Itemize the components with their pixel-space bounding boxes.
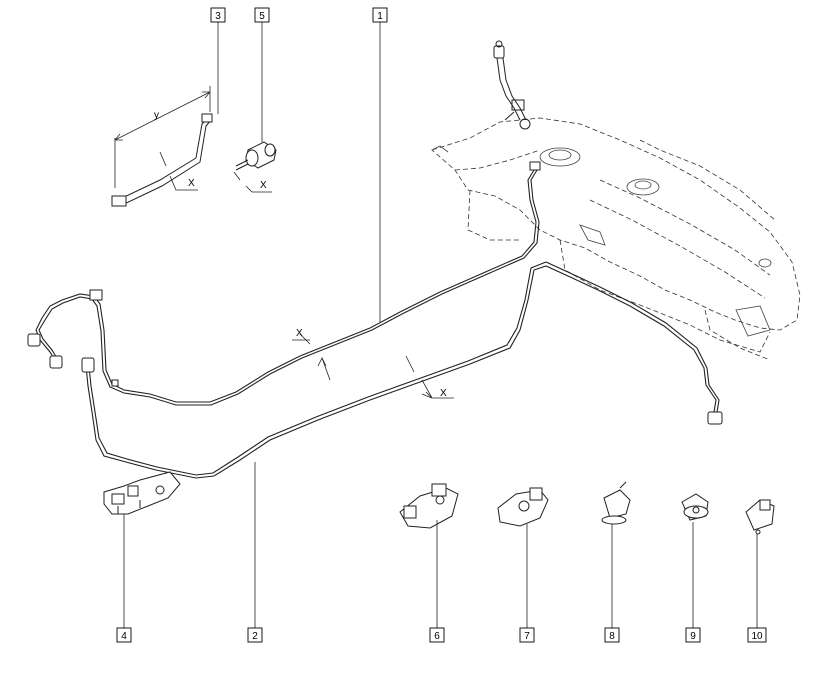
part-3-hose	[111, 113, 213, 207]
svg-text:9: 9	[690, 631, 696, 642]
callout-4: 4	[116, 627, 132, 643]
part-8-single-clip	[601, 481, 631, 525]
callout-9: 9	[685, 627, 701, 643]
dimension-x-label-part3: X	[188, 178, 195, 189]
fuel-pipe-1	[35, 169, 540, 406]
level-sender-flange	[626, 178, 660, 196]
part-3-dimension-x	[159, 151, 198, 191]
callout-1: 1	[372, 7, 388, 23]
part-4-bracket	[103, 471, 181, 515]
pipe-2-dimension-x	[405, 355, 454, 399]
callout-6: 6	[429, 627, 445, 643]
fuel-pump-flange	[539, 147, 581, 167]
svg-text:2: 2	[252, 631, 258, 642]
callout-5: 5	[254, 7, 270, 23]
part-6-double-clip	[399, 483, 459, 529]
svg-text:4: 4	[121, 631, 127, 642]
tank-details	[431, 145, 772, 337]
fuel-tank	[431, 117, 801, 361]
fuel-pipe-2	[85, 261, 720, 479]
part-9-single-clip	[681, 493, 709, 521]
pipe-1-dimension-x	[292, 333, 331, 381]
dimension-x-label-part5: X	[260, 180, 267, 191]
part-7-double-clip	[497, 487, 549, 527]
dimension-x-label-pipe1: X	[296, 328, 303, 339]
svg-text:6: 6	[434, 631, 440, 642]
svg-text:7: 7	[524, 631, 530, 642]
svg-text:10: 10	[751, 631, 763, 642]
filler-neck-vent	[493, 40, 531, 130]
svg-text:3: 3	[215, 11, 221, 22]
part-5-connector	[235, 141, 277, 171]
callout-3: 3	[210, 7, 226, 23]
svg-text:1: 1	[377, 11, 383, 22]
part-3-dimension-y	[114, 86, 211, 188]
svg-text:8: 8	[609, 631, 615, 642]
part-10-single-clip	[745, 499, 775, 535]
dimension-x-label-pipe2: X	[440, 388, 447, 399]
callout-2: 2	[247, 627, 263, 643]
svg-text:5: 5	[259, 11, 265, 22]
callout-7: 7	[519, 627, 535, 643]
dimension-y-label: y	[154, 110, 159, 121]
pipe-connectors	[27, 161, 723, 425]
callout-10: 10	[747, 627, 767, 643]
part-5-dimension-x	[233, 171, 272, 193]
callout-8: 8	[604, 627, 620, 643]
